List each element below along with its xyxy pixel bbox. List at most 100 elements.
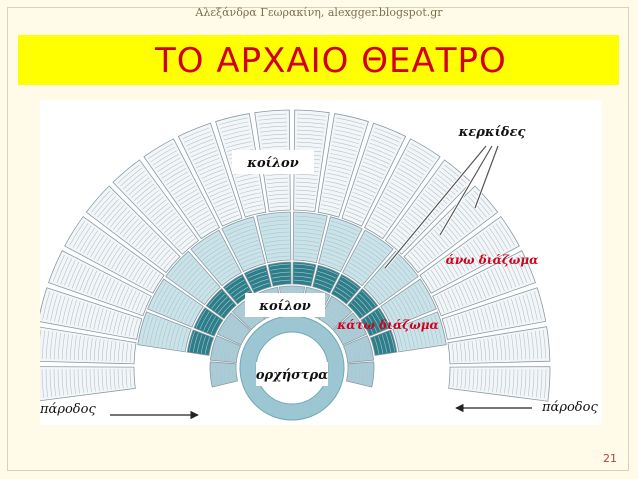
- seat-row: [372, 278, 389, 297]
- seat-row: [373, 131, 400, 143]
- seat-row: [128, 177, 150, 196]
- seat-row: [347, 265, 367, 280]
- seat-row: [374, 337, 380, 354]
- seat-row: [294, 267, 314, 271]
- seat-row: [296, 129, 324, 133]
- seat-row: [361, 338, 368, 360]
- seat-row: [458, 285, 468, 305]
- seat-row: [413, 249, 427, 265]
- seat-row: [208, 184, 229, 194]
- seat-row: [294, 247, 318, 252]
- seat-row: [271, 271, 290, 275]
- seat-row: [41, 369, 45, 398]
- seat-row: [269, 263, 290, 267]
- seat-row: [365, 363, 369, 385]
- seat-row: [142, 193, 162, 210]
- seat-row: [341, 276, 359, 289]
- seat-row: [372, 135, 399, 147]
- seat-row: [129, 368, 132, 388]
- seat-row: [177, 234, 193, 248]
- seat-row: [524, 369, 527, 396]
- seat-row: [221, 302, 234, 316]
- seat-row: [75, 265, 87, 290]
- seat-row: [114, 250, 128, 271]
- dark-ring-wedge: [360, 307, 391, 337]
- seat-row: [436, 264, 449, 283]
- seat-row: [260, 133, 288, 137]
- seat-row: [384, 192, 405, 205]
- dark-ring-wedge: [205, 288, 237, 320]
- seat-row: [530, 331, 535, 360]
- seat-row: [170, 178, 192, 192]
- seat-row: [120, 167, 143, 187]
- seat-row: [295, 215, 325, 220]
- seat-row: [113, 368, 116, 390]
- seat-row: [394, 298, 407, 320]
- seat-row: [261, 141, 288, 145]
- seat-row: [131, 292, 141, 311]
- seat-row: [204, 176, 227, 186]
- seat-row: [69, 369, 72, 395]
- seat-row: [219, 314, 233, 335]
- seat-row: [390, 182, 411, 196]
- seat-row: [90, 272, 101, 296]
- seat-row: [327, 305, 345, 319]
- seat-row: [69, 334, 73, 360]
- seat-row: [296, 173, 319, 177]
- seat-row: [94, 274, 105, 297]
- middle-cavea-wedge: [147, 278, 204, 328]
- seat-row: [243, 200, 263, 206]
- seat-row: [358, 244, 382, 261]
- seat-row: [296, 133, 324, 137]
- seat-row: [439, 170, 462, 190]
- seat-row: [195, 309, 207, 328]
- seat-row: [182, 267, 201, 288]
- seat-row: [451, 343, 455, 363]
- seat-row: [124, 316, 131, 336]
- seat-row: [210, 318, 220, 334]
- seat-row: [403, 218, 420, 233]
- kerkides-line-1: [474, 145, 499, 209]
- middle-cavea-wedge: [380, 278, 437, 328]
- seat-row: [194, 234, 220, 252]
- parodos-right: πάροδος: [455, 400, 598, 415]
- seat-row: [495, 223, 512, 248]
- seat-row: [369, 281, 386, 300]
- seat-row: [486, 270, 498, 294]
- seat-row: [339, 325, 351, 342]
- seat-row: [476, 368, 479, 391]
- seat-row: [497, 265, 509, 290]
- seat-row: [67, 261, 80, 287]
- seat-row: [351, 195, 371, 205]
- seat-row: [116, 212, 134, 233]
- seat-row: [447, 215, 465, 235]
- seat-row: [83, 230, 99, 254]
- seat-row: [498, 220, 515, 246]
- seat-row: [369, 142, 395, 154]
- seat-row: [336, 328, 347, 343]
- seat-row: [471, 340, 475, 362]
- seat-row: [472, 368, 475, 390]
- seat-row: [464, 368, 467, 389]
- seat-row: [377, 272, 396, 292]
- seat-row: [356, 296, 370, 312]
- seat-row: [352, 191, 373, 201]
- seat-row: [260, 223, 289, 228]
- seat-row: [122, 170, 145, 190]
- seat-row: [236, 176, 259, 183]
- seat-row: [220, 269, 239, 283]
- seat-row: [120, 315, 127, 335]
- seat-row: [64, 260, 76, 286]
- seat-row: [534, 331, 539, 359]
- seat-row: [361, 290, 376, 307]
- seat-row: [344, 214, 362, 223]
- seat-row: [410, 209, 429, 225]
- seat-row: [151, 282, 167, 310]
- seat-row: [530, 292, 538, 321]
- seat-row: [315, 278, 333, 286]
- seat-row: [60, 258, 72, 285]
- seat-row: [491, 337, 495, 361]
- seat-row: [93, 307, 100, 330]
- seat-row: [515, 256, 528, 283]
- seat-row: [296, 141, 323, 145]
